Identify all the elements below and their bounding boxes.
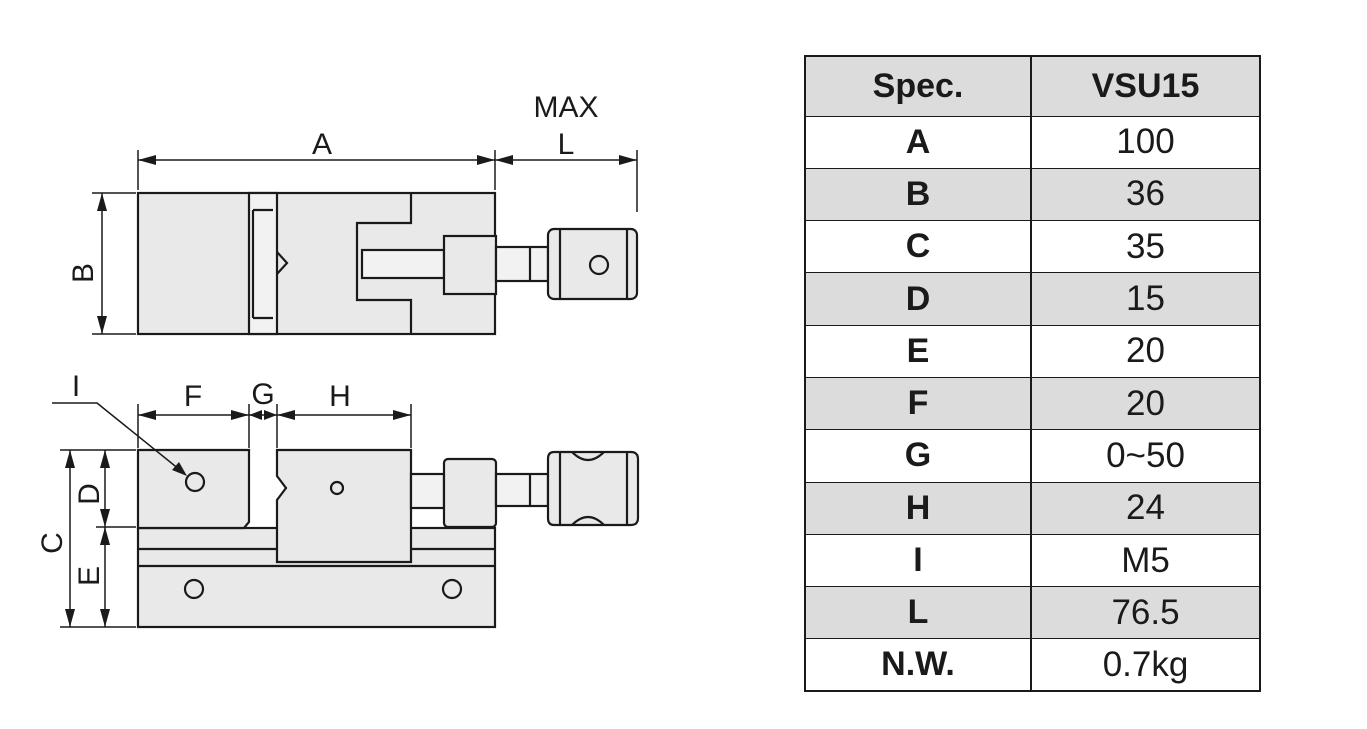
spec-value: M5 bbox=[1031, 533, 1260, 587]
spec-key: I bbox=[805, 533, 1032, 587]
base-right-hole bbox=[441, 578, 463, 600]
dim-b-label: B bbox=[67, 263, 100, 283]
dim-h-label: H bbox=[329, 380, 351, 413]
top-view-knob-hole bbox=[588, 254, 610, 276]
dim-g-label: G bbox=[251, 378, 274, 411]
spec-key: B bbox=[805, 167, 1032, 221]
spec-key: E bbox=[805, 324, 1032, 378]
spec-header-model: VSU15 bbox=[1031, 56, 1260, 116]
spec-value: 36 bbox=[1031, 167, 1260, 221]
spec-key: L bbox=[805, 586, 1032, 639]
side-view-nut bbox=[442, 457, 498, 529]
dim-i-label: I bbox=[72, 370, 80, 403]
thread-hole-i bbox=[184, 471, 206, 493]
spec-key: A bbox=[805, 115, 1032, 169]
side-view-screw bbox=[409, 472, 446, 510]
side-view-moving-jaw bbox=[275, 448, 413, 564]
dim-l-max-label: MAX bbox=[533, 91, 598, 124]
spec-value: 0.7kg bbox=[1031, 638, 1260, 692]
top-view-nut bbox=[442, 234, 498, 296]
spec-value: 35 bbox=[1031, 220, 1260, 273]
spec-key: G bbox=[805, 429, 1032, 483]
top-view-screw bbox=[360, 248, 446, 280]
spec-value: 0~50 bbox=[1031, 429, 1260, 483]
top-view-shaft bbox=[494, 245, 550, 283]
spec-key: F bbox=[805, 376, 1032, 430]
spec-key: D bbox=[805, 272, 1032, 326]
spec-value: 20 bbox=[1031, 324, 1260, 378]
spec-key: N.W. bbox=[805, 638, 1032, 692]
dim-a-label: A bbox=[312, 128, 332, 161]
dim-c-label: C bbox=[36, 532, 69, 554]
side-view-knob bbox=[546, 450, 640, 527]
base-left-hole bbox=[183, 578, 205, 600]
spec-row-nw: N.W.0.7kg bbox=[805, 638, 1260, 692]
spec-key: C bbox=[805, 220, 1032, 273]
side-view: F G H I C D E bbox=[36, 370, 640, 629]
moving-jaw-pin bbox=[329, 480, 345, 496]
spec-value: 20 bbox=[1031, 376, 1260, 430]
spec-value: 15 bbox=[1031, 272, 1260, 326]
dim-l-label: L bbox=[558, 128, 575, 161]
spec-header-key: Spec. bbox=[805, 56, 1032, 116]
spec-value: 24 bbox=[1031, 481, 1260, 535]
top-view: A MAX L B bbox=[67, 91, 639, 336]
top-view-knob bbox=[546, 227, 639, 301]
vise-technical-drawing: A MAX L B bbox=[36, 91, 640, 629]
side-view-shaft bbox=[494, 472, 550, 508]
spec-table-header: Spec. VSU15 bbox=[805, 56, 1260, 116]
dim-e-label: E bbox=[73, 566, 106, 586]
spec-key: H bbox=[805, 481, 1032, 535]
dim-d-label: D bbox=[73, 483, 106, 505]
spec-value: 100 bbox=[1031, 115, 1260, 169]
side-view-fixed-jaw bbox=[136, 448, 251, 530]
spec-value: 76.5 bbox=[1031, 586, 1260, 639]
dim-f-label: F bbox=[184, 380, 202, 413]
